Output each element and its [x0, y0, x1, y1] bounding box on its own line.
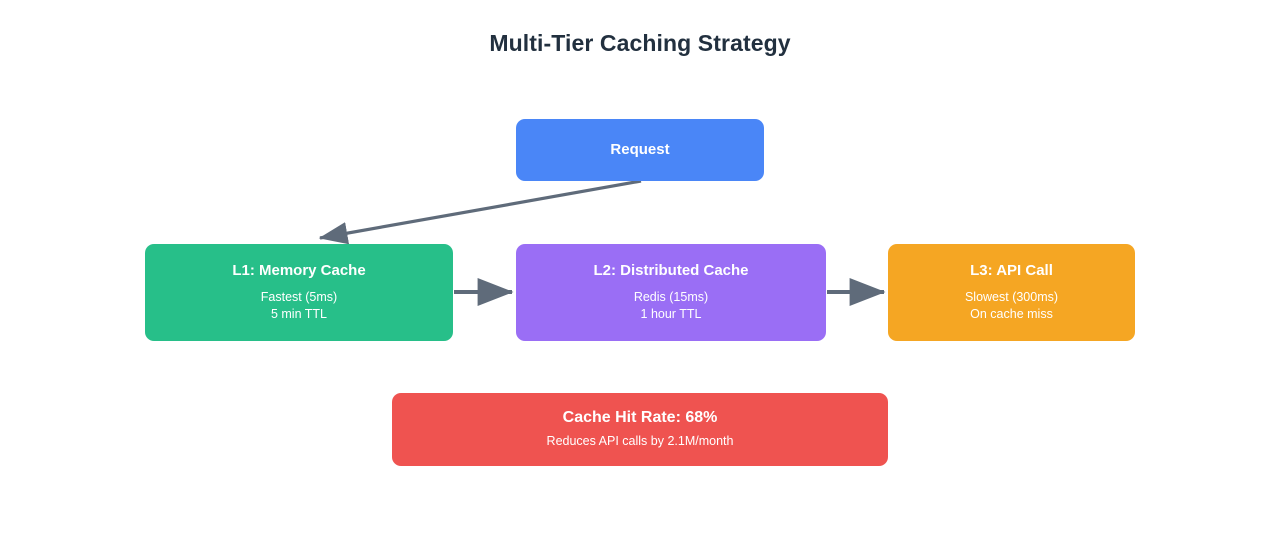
node-l3-subtitles: Slowest (300ms) On cache miss [965, 289, 1058, 323]
edge-request-to-l1 [318, 179, 642, 245]
node-summary-sub1: Reduces API calls by 2.1M/month [546, 434, 734, 448]
node-l1-sub1: Fastest (5ms) [260, 290, 338, 304]
node-summary-title: Cache Hit Rate: 68% [562, 409, 718, 426]
node-l2-sub2: 1 hour TTL [640, 307, 702, 321]
node-l2-title: L2: Distributed Cache [593, 262, 749, 279]
node-l1-title: L1: Memory Cache [232, 262, 366, 279]
node-l2-subtitles: Redis (15ms) 1 hour TTL [634, 289, 708, 323]
node-summary-subtitles: Reduces API calls by 2.1M/month [547, 433, 734, 450]
node-l1-sub2: 5 min TTL [270, 307, 328, 321]
node-l3-sub1: Slowest (300ms) [964, 290, 1059, 304]
node-l3-api-call[interactable]: L3: API Call Slowest (300ms) On cache mi… [888, 244, 1135, 341]
node-l3-title: L3: API Call [970, 262, 1053, 279]
node-l1-subtitles: Fastest (5ms) 5 min TTL [261, 289, 337, 323]
node-l1-memory-cache[interactable]: L1: Memory Cache Fastest (5ms) 5 min TTL [145, 244, 453, 341]
node-l2-distributed-cache[interactable]: L2: Distributed Cache Redis (15ms) 1 hou… [516, 244, 826, 341]
node-cache-hit-rate-summary[interactable]: Cache Hit Rate: 68% Reduces API calls by… [392, 393, 888, 466]
page-title: Multi-Tier Caching Strategy [489, 30, 791, 56]
node-request-title: Request [610, 141, 670, 158]
node-l2-sub1: Redis (15ms) [633, 290, 709, 304]
node-request[interactable]: Request [516, 119, 764, 181]
node-l3-sub2: On cache miss [970, 307, 1053, 321]
